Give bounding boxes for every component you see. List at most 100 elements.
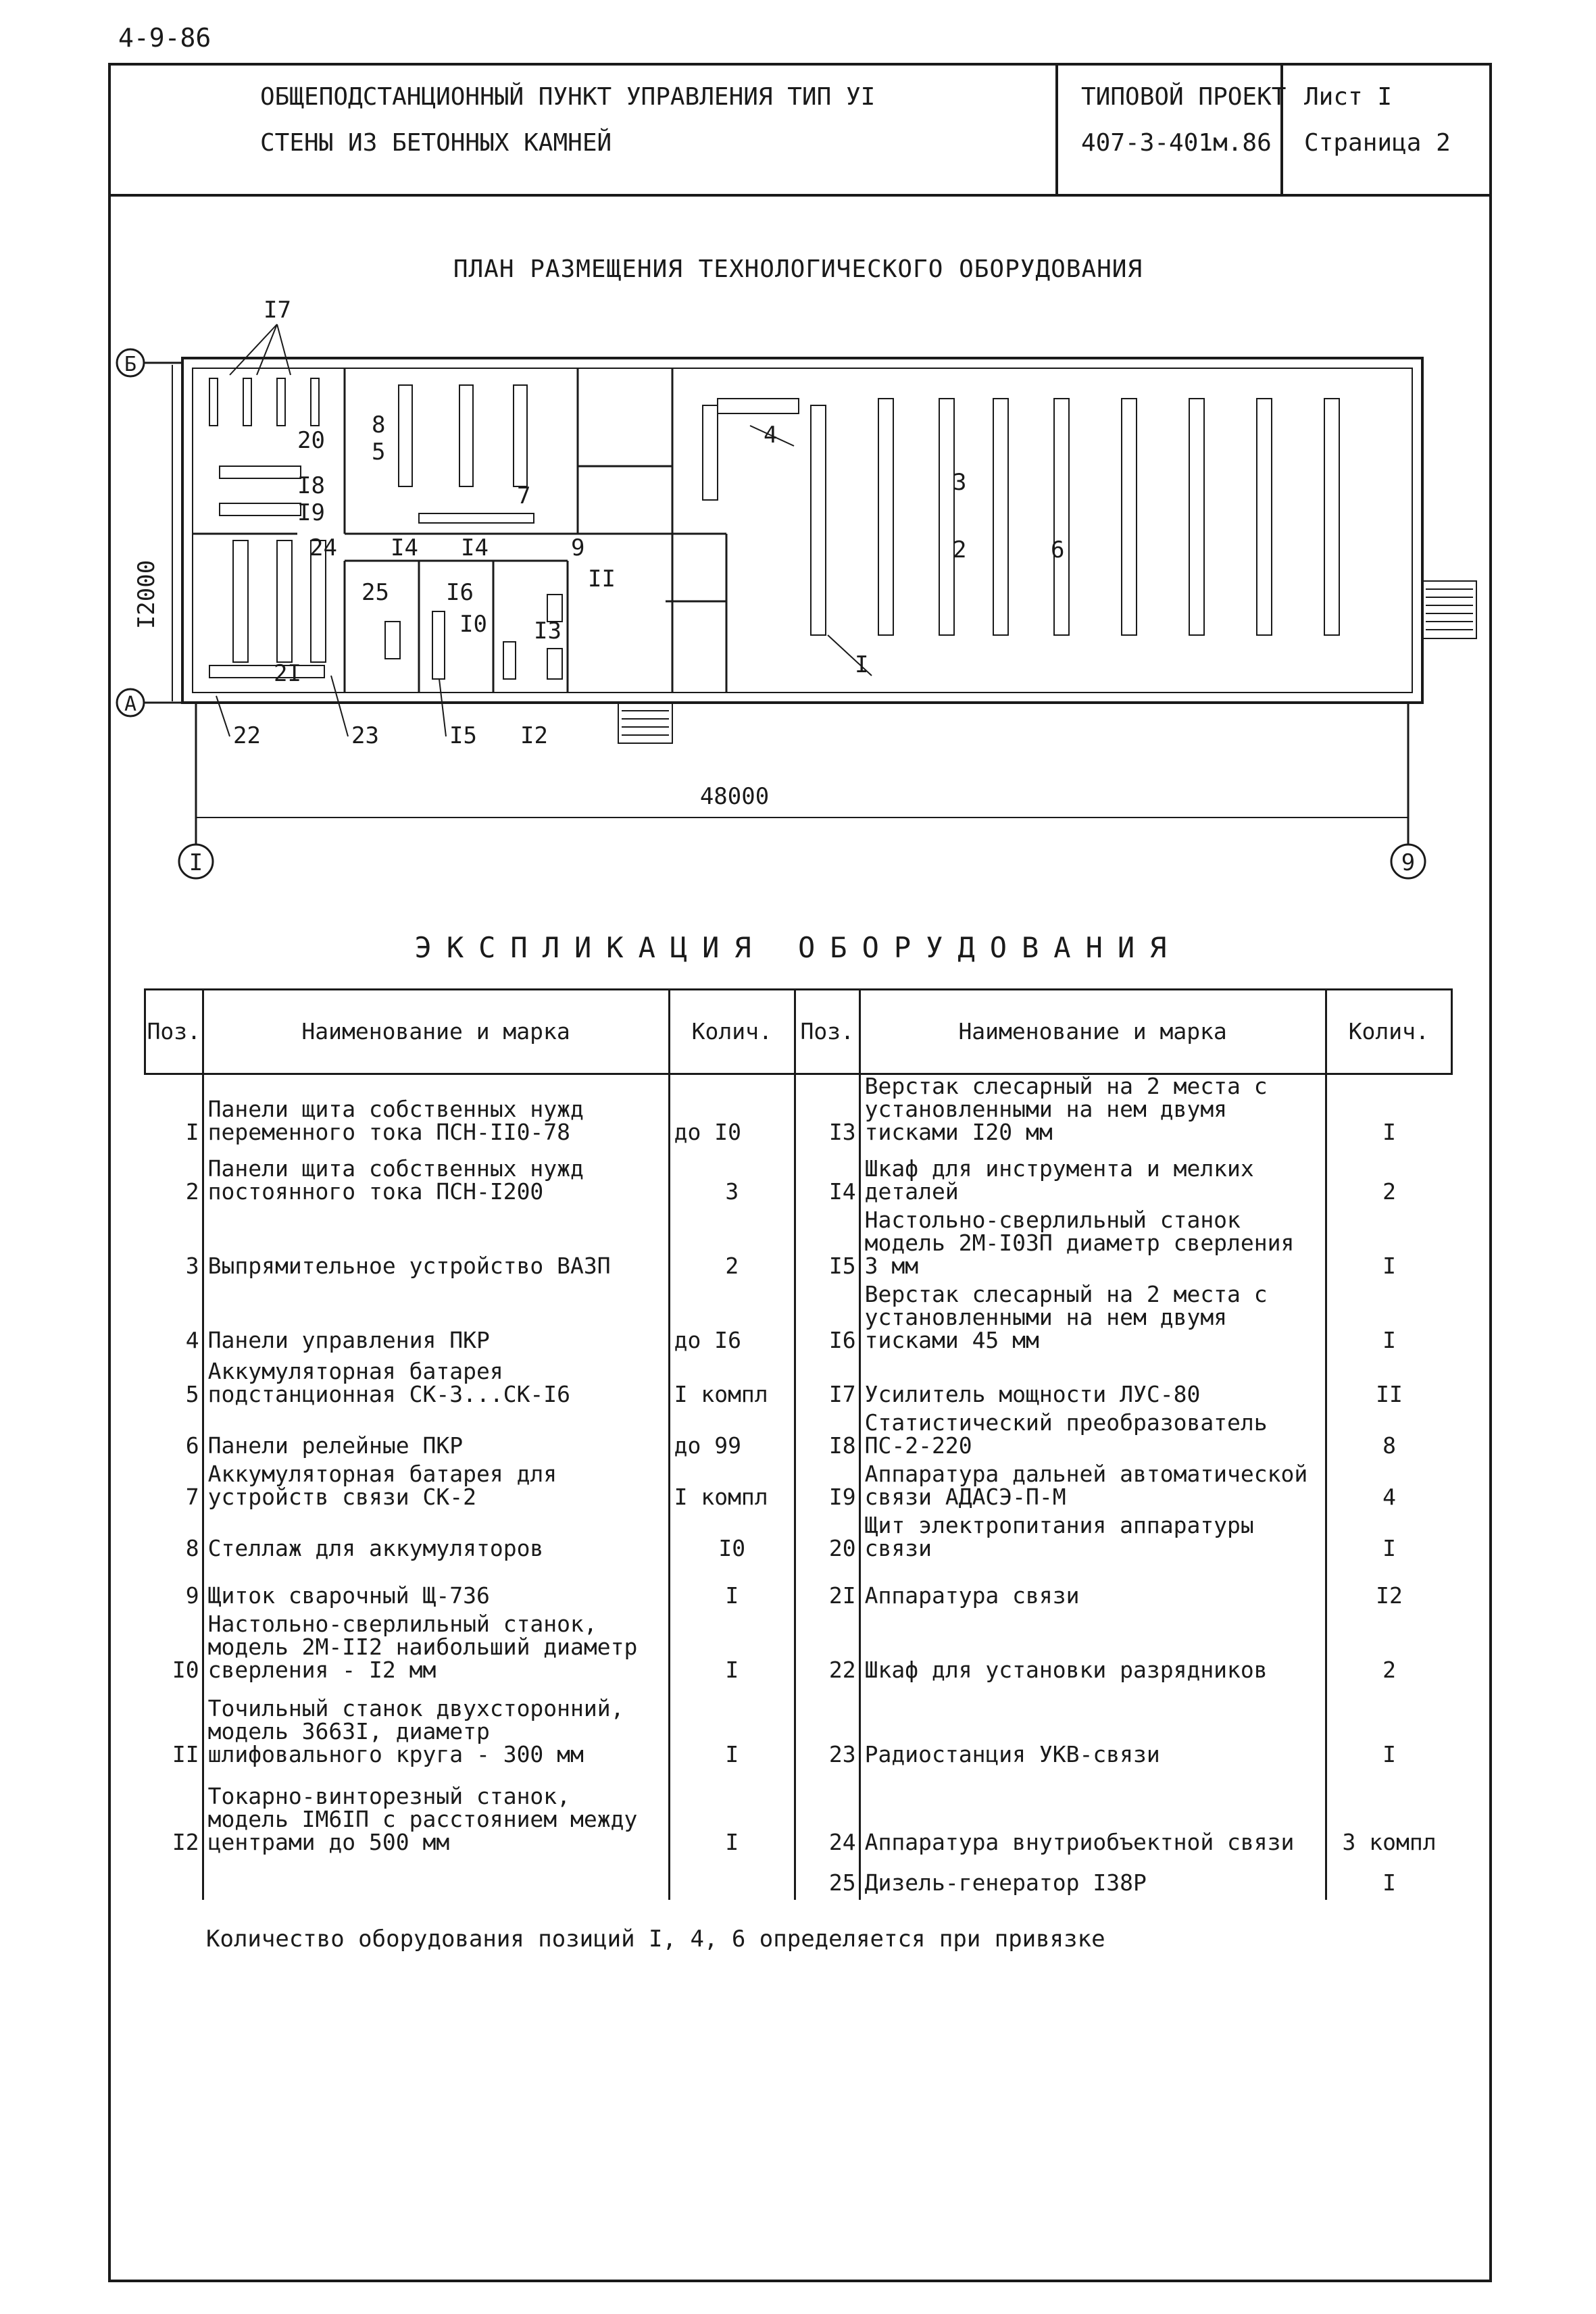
name-cell: Аккумуляторная батарея для устройств свя… [201,1463,670,1514]
pos-cell: II [172,1741,199,1767]
pos-cell: 22 [793,1613,860,1687]
name-cell: Аккумуляторная батарея подстанционная СК… [201,1357,670,1411]
pos-cell: I [185,1119,199,1145]
qty-cell: I [725,1741,739,1767]
name-cell: Аппаратура связи [858,1565,1327,1613]
axis-a-label: А [124,693,136,716]
name-cell: Панели управления ПКР [201,1283,670,1357]
qty-cell: 8 [1382,1432,1396,1459]
pos-cell: 2I [793,1565,860,1613]
header-qty-left: Колич. [668,988,796,1075]
sheet-label: Лист I [1304,83,1393,111]
callout-17: I7 [264,297,291,324]
name-cell: Панели релейные ПКР [201,1411,670,1463]
pos-cell: 23 [793,1687,860,1771]
project-label: ТИПОВОЙ ПРОЕКТ [1081,83,1287,111]
callout-7: 7 [517,482,530,509]
axis-9-label: 9 [1401,849,1415,876]
callout-2: 2 [953,536,966,563]
name-cell: Щиток сварочный Щ-736 [201,1565,670,1613]
qty-cell: I [725,1829,739,1855]
qty-cell: I [725,1657,739,1683]
pos-cell: 20 [793,1514,860,1565]
qty-cell: I [1382,1535,1396,1561]
callout-8: 8 [372,411,385,438]
callout-9: 9 [571,534,584,561]
name-cell: Статистический преобразователь ПС-2-220 [858,1411,1327,1463]
callout-11: II [588,565,616,593]
name-cell: Шкаф для инструмента и мелких деталей [858,1149,1327,1209]
name-cell: Щит электропитания аппаратуры связи [858,1514,1327,1565]
header-name-left: Наименование и марка [201,988,670,1075]
table-row: 3 Выпрямительное устройство ВАЗП 2 I5 На… [145,1209,1452,1283]
pos-cell: I6 [793,1283,860,1357]
pos-cell: 2 [185,1178,199,1205]
title-block: ОБЩЕПОДСТАНЦИОННЫЙ ПУНКТ УПРАВЛЕНИЯ ТИП … [108,63,1492,197]
pos-cell: 9 [185,1582,199,1609]
qty-cell: 3 компл [1342,1829,1437,1855]
qty-cell: I2 [1376,1582,1403,1609]
name-cell: Панели щита собственных нужд переменного… [201,1074,670,1149]
pos-cell: 24 [793,1771,860,1859]
table-row: 8 Стеллаж для аккумуляторов I0 20 Щит эл… [145,1514,1452,1565]
interior-walls [193,368,728,693]
axis-1-label: I [189,849,203,876]
table-row: 7 Аккумуляторная батарея для устройств с… [145,1463,1452,1514]
axis-markers [116,348,1426,880]
name-cell: Аппаратура внутриобъектной связи [858,1771,1327,1859]
callout-14a: I4 [391,534,418,561]
header-pos-left: Поз. [144,988,204,1075]
footnote: Количество оборудования позиций I, 4, 6 … [206,1926,1105,1953]
explication-table: Поз. Наименование и марка Колич. Поз. На… [144,988,1453,1900]
table-row: I2 Токарно-винторезный станок, модель IМ… [145,1771,1452,1859]
qty-cell: до I6 [674,1327,741,1353]
qty-cell: I компл [674,1381,768,1407]
qty-cell: II [1376,1381,1403,1407]
explication-title: ЭКСПЛИКАЦИЯ ОБОРУДОВАНИЯ [414,931,1182,964]
project-code: 407-3-401м.86 [1081,129,1272,157]
sheet-code: 4-9-86 [118,23,211,53]
callout-23: 23 [351,722,379,749]
callout-1: I [855,651,868,678]
table-row: I Панели щита собственных нужд переменно… [145,1074,1452,1149]
callout-21: 2I [274,660,301,687]
floor-plan: Б А I 9 48000 I2000 I7 20 8 5 I8 I9 7 24… [116,297,1477,880]
telecom-equipment [209,378,563,680]
callout-25: 25 [361,579,389,606]
callout-12: I2 [520,722,548,749]
callout-15: I5 [449,722,477,749]
qty-cell: 4 [1382,1484,1396,1510]
name-cell: Усилитель мощности ЛУС-80 [858,1357,1327,1411]
name-cell: Верстак слесарный на 2 места с установле… [858,1074,1327,1149]
qty-cell: I компл [674,1484,768,1510]
callout-13: I3 [534,618,562,645]
pos-cell: 8 [185,1535,199,1561]
title-line-1: ОБЩЕПОДСТАНЦИОННЫЙ ПУНКТ УПРАВЛЕНИЯ ТИП … [260,83,876,111]
callout-20: 20 [297,427,325,454]
table-row: 25 Дизель-генератор I38Р I [145,1859,1452,1900]
callout-19: I9 [297,499,325,526]
callout-10: I0 [459,611,487,638]
name-cell: Аппаратура дальней автоматической связи … [858,1463,1327,1514]
name-cell: Дизель-генератор I38Р [858,1859,1327,1900]
qty-cell: 3 [725,1178,739,1205]
callout-18: I8 [297,472,325,499]
table-row: I0 Настольно-сверлильный станок, модель … [145,1613,1452,1687]
title-line-2: СТЕНЫ ИЗ БЕТОННЫХ КАМНЕЙ [260,129,612,157]
building-outline [181,357,1424,704]
pos-cell: I0 [172,1657,199,1683]
plan-title: ПЛАН РАЗМЕЩЕНИЯ ТЕХНОЛОГИЧЕСКОГО ОБОРУДО… [453,255,1143,283]
table-row: 5 Аккумуляторная батарея подстанционная … [145,1357,1452,1411]
page-label: Страница 2 [1304,129,1451,157]
qty-cell: 2 [1382,1657,1396,1683]
table-row: 6 Панели релейные ПКР до 99 I8 Статистич… [145,1411,1452,1463]
name-cell: Верстак слесарный на 2 места с установле… [858,1283,1327,1357]
callout-16: I6 [446,579,474,606]
pos-cell: I4 [793,1149,860,1209]
qty-cell: I [1382,1741,1396,1767]
header-pos-right: Поз. [793,988,861,1075]
table-row: 9 Щиток сварочный Щ-736 I 2I Аппаратура … [145,1565,1452,1613]
callout-3: 3 [953,469,966,496]
qty-cell: I [725,1582,739,1609]
stairs [618,580,1477,744]
